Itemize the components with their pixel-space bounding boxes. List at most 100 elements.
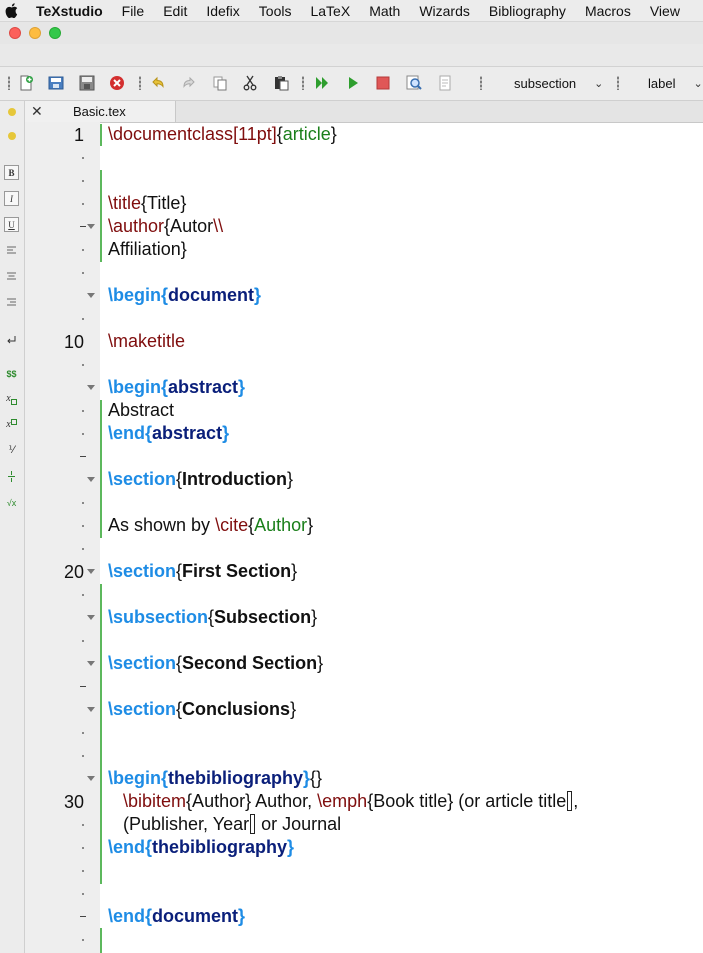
- view-pdf-icon[interactable]: [405, 74, 423, 92]
- log-icon[interactable]: [436, 74, 454, 92]
- menu-latex[interactable]: LaTeX: [310, 2, 351, 19]
- compile-icon[interactable]: [344, 74, 362, 92]
- menu-bibliography[interactable]: Bibliography: [488, 2, 566, 19]
- plain-text: As shown by: [108, 515, 216, 535]
- menu-idefix[interactable]: Idefix: [206, 2, 240, 19]
- fold-arrow-icon[interactable]: [87, 385, 95, 390]
- stop-icon[interactable]: [374, 74, 392, 92]
- line-number-gutter[interactable]: 1 10 20 30: [25, 122, 100, 953]
- zoom-window-button[interactable]: [49, 27, 61, 39]
- save-icon[interactable]: [78, 74, 96, 92]
- bold-icon[interactable]: B: [4, 165, 19, 180]
- brace: }: [287, 837, 295, 857]
- dfrac-icon[interactable]: [4, 469, 19, 484]
- superscript-icon[interactable]: x: [4, 417, 19, 432]
- latex-argument: {Author} Author,: [186, 791, 318, 811]
- change-bar: [100, 928, 102, 953]
- change-bar: [100, 170, 102, 262]
- fold-arrow-icon[interactable]: [87, 293, 95, 298]
- toolbar-handle[interactable]: [8, 76, 10, 90]
- redo-icon[interactable]: [180, 74, 198, 92]
- cut-icon[interactable]: [241, 74, 259, 92]
- fold-arrow-icon[interactable]: [87, 615, 95, 620]
- fold-arrow-icon[interactable]: [87, 707, 95, 712]
- section-title: Introduction: [182, 469, 288, 489]
- line-dot: [82, 318, 84, 320]
- brace: {: [176, 699, 183, 719]
- line-dot: [82, 502, 84, 504]
- section-combo[interactable]: subsection ⌄: [514, 73, 603, 93]
- code-editor[interactable]: \documentclass[11pt]{article} \title{Tit…: [102, 122, 703, 953]
- open-file-icon[interactable]: [47, 74, 65, 92]
- environment-name: abstract: [152, 423, 223, 443]
- section-combo-value: subsection: [514, 75, 577, 91]
- build-view-icon[interactable]: [313, 74, 331, 92]
- line-dot: [82, 180, 84, 182]
- menu-file[interactable]: File: [121, 2, 145, 19]
- align-left-icon[interactable]: [4, 243, 19, 258]
- line-dot: [82, 203, 84, 205]
- toolbar-separator: [302, 76, 304, 90]
- bookmark-icon[interactable]: [4, 104, 19, 119]
- menu-edit[interactable]: Edit: [163, 2, 188, 19]
- code-line-13: Abstract: [108, 400, 174, 421]
- line-dot: [82, 157, 84, 159]
- latex-command: \section: [108, 469, 177, 489]
- latex-command: \emph: [317, 791, 368, 811]
- bookmark2-icon[interactable]: [4, 128, 19, 143]
- copy-icon[interactable]: [211, 74, 229, 92]
- main-toolbar: subsection ⌄ label ⌄: [0, 67, 703, 101]
- latex-argument: {Autor: [164, 216, 214, 236]
- fold-end-marker: [80, 916, 86, 917]
- toolbar-separator: [480, 76, 482, 90]
- latex-command: \begin: [108, 285, 161, 305]
- fold-arrow-icon[interactable]: [87, 661, 95, 666]
- fraction-icon[interactable]: ⅟: [8, 445, 15, 456]
- align-right-icon[interactable]: [4, 295, 19, 310]
- new-file-icon[interactable]: [17, 74, 35, 92]
- brace: }: [287, 469, 294, 489]
- bracket-match-marker: [567, 791, 573, 811]
- menu-macros[interactable]: Macros: [584, 2, 631, 19]
- underline-icon[interactable]: U: [4, 217, 19, 232]
- close-window-button[interactable]: [9, 27, 21, 39]
- tab-basic-tex[interactable]: ✕ Basic.tex: [25, 101, 176, 122]
- sqrt-icon[interactable]: √x: [6, 497, 17, 508]
- menu-view[interactable]: View: [649, 2, 680, 19]
- code-line-30: \bibitem{Author} Author, \emph{Book titl…: [108, 791, 578, 812]
- minimize-window-button[interactable]: [29, 27, 41, 39]
- close-tab-icon[interactable]: ✕: [31, 103, 43, 119]
- paste-icon[interactable]: [272, 74, 290, 92]
- brace: {: [248, 515, 255, 535]
- change-bar: [100, 584, 102, 884]
- brace: {: [161, 768, 169, 788]
- latex-command: \end: [108, 906, 146, 926]
- chevron-down-icon: ⌄: [594, 77, 604, 90]
- menu-wizards[interactable]: Wizards: [419, 2, 470, 19]
- label-combo[interactable]: label ⌄: [648, 73, 703, 93]
- italic-icon[interactable]: I: [4, 191, 19, 206]
- fold-arrow-icon[interactable]: [87, 776, 95, 781]
- menu-tools[interactable]: Tools: [258, 2, 292, 19]
- superscript-box-icon: [10, 418, 17, 425]
- line-number: 10: [63, 332, 84, 352]
- math-mode-icon[interactable]: $$: [6, 368, 17, 379]
- fold-arrow-icon[interactable]: [87, 569, 95, 574]
- align-center-icon[interactable]: [4, 269, 19, 284]
- latex-command: \section: [108, 653, 177, 673]
- empty-argument: {}: [310, 768, 323, 788]
- newline-icon[interactable]: [4, 333, 19, 348]
- line-dot: [82, 755, 84, 757]
- code-line-4: \title{Title}: [108, 193, 186, 214]
- undo-icon[interactable]: [149, 74, 167, 92]
- section-title: Subsection: [214, 607, 312, 627]
- close-file-icon[interactable]: [108, 74, 126, 92]
- left-toolbar: B I U $$ x x ⅟ √x: [0, 101, 25, 953]
- menu-math[interactable]: Math: [369, 2, 401, 19]
- fold-arrow-icon[interactable]: [87, 477, 95, 482]
- fold-arrow-icon[interactable]: [87, 224, 95, 229]
- line-dot: [82, 870, 84, 872]
- app-menu[interactable]: TeXstudio: [36, 2, 103, 19]
- subscript-icon[interactable]: x: [4, 391, 19, 406]
- apple-icon[interactable]: [4, 3, 18, 19]
